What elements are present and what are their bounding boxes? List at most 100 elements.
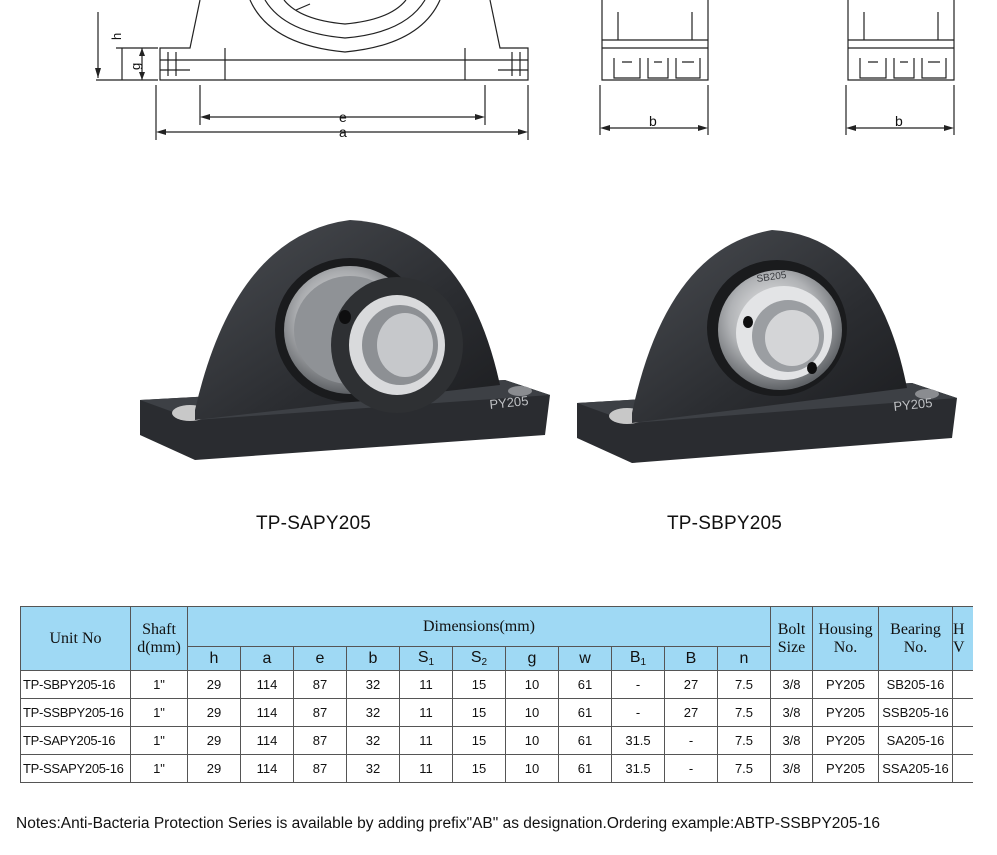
table-cell [952,726,973,755]
dim-label-e: e [339,109,347,125]
table-cell: 29 [187,726,241,755]
header-dim-symbol: B [629,649,641,666]
header-housing-label: Housing [818,620,873,638]
header-cut-label: H [953,620,965,638]
table-cell: TP-SAPY205-16 [20,726,131,755]
table-cell: 11 [399,754,453,783]
header-dim-h: h [187,646,241,671]
header-dim-symbol: g [527,649,537,667]
spec-table: Unit No Shaft d(mm) Dimensions(mm) Bolt … [20,606,973,783]
table-cell: 32 [346,754,400,783]
table-cell: 29 [187,698,241,727]
product-caption-2: TP-SBPY205 [667,513,782,534]
header-dim-B: B [664,646,718,671]
product-caption-1: TP-SAPY205 [256,513,371,534]
table-cell: 3/8 [770,754,813,783]
product-image-sbpy205: SB205 PY205 [577,230,957,463]
table-cell: 7.5 [717,726,771,755]
notes-text: Notes:Anti-Bacteria Protection Series is… [16,815,880,832]
header-dim-symbol: b [368,649,378,667]
table-cell: - [664,726,718,755]
technical-drawings: e a h g b b [95,0,955,140]
table-cell: SB205-16 [878,670,953,699]
table-cell: PY205 [812,754,879,783]
table-cell: 10 [505,754,559,783]
header-dim-B1: B1 [611,646,665,671]
table-cell: 32 [346,698,400,727]
dim-label-h: h [109,33,124,40]
header-dim-symbol: w [579,649,591,667]
table-cell: 10 [505,670,559,699]
table-cell: 11 [399,726,453,755]
table-cell: 31.5 [611,726,665,755]
header-dim-subscript: 2 [481,657,488,668]
header-bolt-label: Bolt [777,620,806,638]
table-cell: 10 [505,726,559,755]
dim-label-a: a [339,124,347,140]
table-cell: 61 [558,726,612,755]
table-cell: 29 [187,754,241,783]
header-unit-no: Unit No [20,606,131,671]
table-cell: 61 [558,698,612,727]
table-cell [952,670,973,699]
header-bearing-no: Bearing No. [878,606,953,671]
header-dim-symbol: S [417,649,429,666]
table-cell: 87 [293,698,347,727]
table-cell: 15 [452,726,506,755]
dim-label-b-2: b [895,113,903,129]
table-cell: 1" [130,670,188,699]
header-dim-S1: S1 [399,646,453,671]
table-cell: 87 [293,670,347,699]
table-cell: 3/8 [770,698,813,727]
header-dim-a: a [240,646,294,671]
table-cell: 15 [452,670,506,699]
table-cell: 1" [130,754,188,783]
table-cell: 15 [452,698,506,727]
header-dim-w: w [558,646,612,671]
table-cell: 29 [187,670,241,699]
table-cell: - [611,670,665,699]
table-cell: PY205 [812,698,879,727]
header-bolt-size: Bolt Size [770,606,813,671]
table-cell: 11 [399,670,453,699]
table-cell: 31.5 [611,754,665,783]
table-cell: 11 [399,698,453,727]
header-dim-e: e [293,646,347,671]
header-dim-symbol: n [739,649,749,667]
table-cell: 87 [293,726,347,755]
table-cell: 32 [346,726,400,755]
product-image-sapy205: PY205 [140,220,550,460]
header-dimensions: Dimensions(mm) [187,606,771,647]
table-cell: 27 [664,698,718,727]
header-dim-symbol: S [470,649,482,666]
header-dim-symbol: B [685,649,697,667]
header-shaft-label: Shaft [142,620,176,638]
header-dim-subscript: 1 [640,657,647,668]
table-cell: 87 [293,754,347,783]
header-shaft: Shaft d(mm) [130,606,188,671]
header-housing-label-2: No. [833,638,858,656]
table-cell: TP-SBPY205-16 [20,670,131,699]
table-cell: 32 [346,670,400,699]
table-cell: 15 [452,754,506,783]
dim-label-g: g [128,63,143,70]
header-dim-b: b [346,646,400,671]
table-cell: 7.5 [717,670,771,699]
table-cell: TP-SSBPY205-16 [20,698,131,727]
header-housing-no: Housing No. [812,606,879,671]
header-shaft-unit: d(mm) [137,638,181,656]
table-cell: 3/8 [770,726,813,755]
table-cell: 114 [240,698,294,727]
header-dim-symbol: h [209,649,219,667]
table-cell: 3/8 [770,670,813,699]
table-cell: 1" [130,698,188,727]
table-cell: TP-SSAPY205-16 [20,754,131,783]
header-dim-g: g [505,646,559,671]
header-cut-label-2: V [953,638,965,656]
table-cell: 61 [558,754,612,783]
table-cell: PY205 [812,726,879,755]
table-cell: 61 [558,670,612,699]
